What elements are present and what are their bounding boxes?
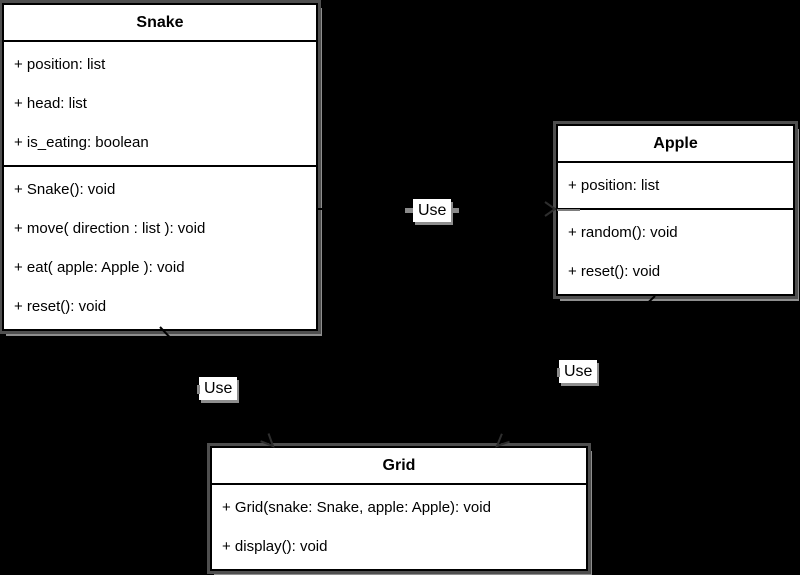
class-title: Apple (558, 126, 793, 163)
class-title: Grid (212, 448, 586, 485)
method-row: + random(): void (568, 224, 678, 241)
attribute-row: + head: list (14, 95, 87, 112)
open-arrowhead-icon (544, 201, 557, 217)
apple-methods-compartment: + random(): void + reset(): void (558, 210, 793, 294)
edge-label-use: Use (196, 377, 238, 400)
apple-attributes-compartment: + position: list (558, 163, 793, 210)
attribute-row: + is_eating: boolean (14, 134, 149, 151)
uml-class-snake: Snake + position: list + head: list + is… (2, 3, 318, 331)
method-row: + move( direction : list ): void (14, 220, 206, 237)
edge-label-use: Use (404, 199, 461, 222)
uml-class-grid: Grid + Grid(snake: Snake, apple: Apple):… (210, 446, 588, 571)
method-row: + reset(): void (568, 263, 661, 280)
method-row: + eat( apple: Apple ): void (14, 259, 185, 276)
method-row: + Grid(snake: Snake, apple: Apple): void (222, 499, 491, 516)
snake-methods-compartment: + Snake(): void + move( direction : list… (4, 167, 316, 329)
edge-label-use: Use (556, 360, 598, 383)
grid-methods-compartment: + Grid(snake: Snake, apple: Apple): void… (212, 485, 586, 569)
method-row: + reset(): void (14, 298, 107, 315)
snake-attributes-compartment: + position: list + head: list + is_eatin… (4, 42, 316, 167)
uml-class-apple: Apple + position: list + random(): void … (556, 124, 795, 296)
method-row: + Snake(): void (14, 181, 116, 198)
open-arrowhead-icon (260, 433, 275, 448)
attribute-row: + position: list (568, 177, 660, 194)
open-arrowhead-icon (495, 433, 510, 448)
method-row: + display(): void (222, 538, 328, 555)
class-title: Snake (4, 5, 316, 42)
attribute-row: + position: list (14, 56, 106, 73)
